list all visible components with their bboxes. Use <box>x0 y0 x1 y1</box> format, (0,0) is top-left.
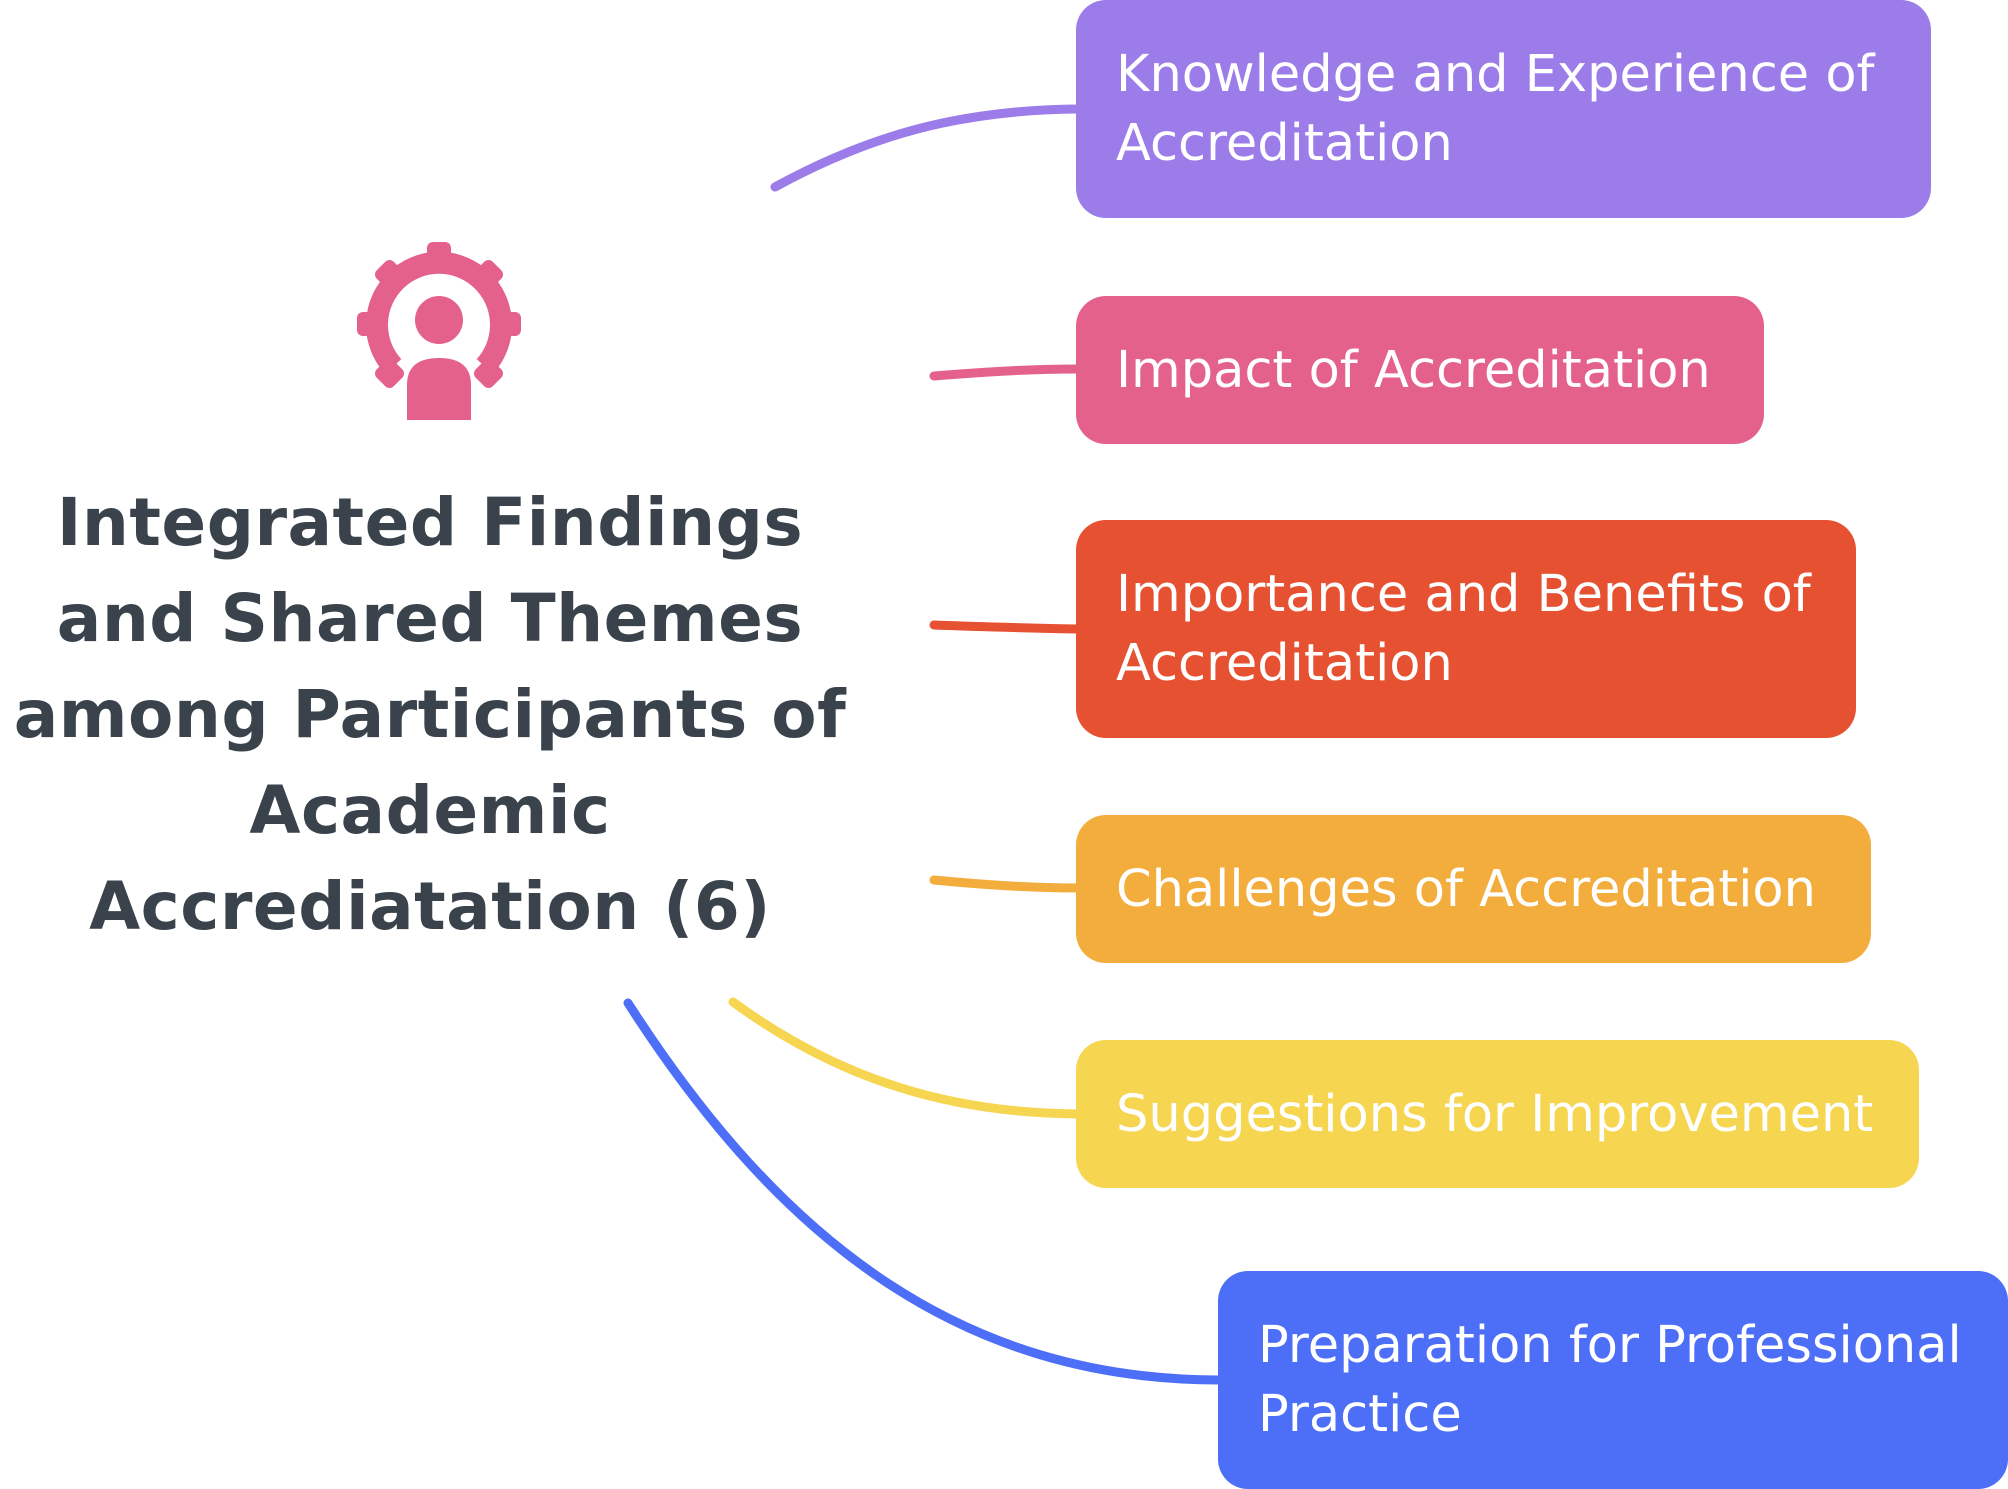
topic-importance-and-benefits[interactable]: Importance and Benefits of Accreditation <box>1076 520 1856 738</box>
topic-label: Knowledge and Experience of Accreditatio… <box>1116 45 1875 173</box>
connector-knowledge <box>770 104 1083 192</box>
topic-label: Impact of Accreditation <box>1116 340 1711 400</box>
connector-impact <box>929 364 1083 381</box>
topic-challenges-of-accreditation[interactable]: Challenges of Accreditation <box>1076 815 1871 963</box>
connector-challenges <box>929 875 1083 893</box>
topic-label: Importance and Benefits of Accreditation <box>1116 565 1811 693</box>
connector-importance <box>929 620 1083 634</box>
topic-suggestions-for-improvement[interactable]: Suggestions for Improvement <box>1076 1040 1919 1188</box>
topic-label: Preparation for Professional Practice <box>1258 1316 1962 1444</box>
connector-preparation <box>623 998 1225 1385</box>
topic-impact-of-accreditation[interactable]: Impact of Accreditation <box>1076 296 1764 444</box>
person-gear-icon <box>357 242 521 420</box>
topic-label: Suggestions for Improvement <box>1116 1084 1874 1144</box>
topic-knowledge-and-experience[interactable]: Knowledge and Experience of Accreditatio… <box>1076 0 1931 218</box>
topic-label: Challenges of Accreditation <box>1116 859 1816 919</box>
central-topic-title[interactable]: Integrated Findings and Shared Themes am… <box>13 484 847 945</box>
connector-suggestions <box>728 997 1083 1119</box>
topic-preparation-for-professional-practice[interactable]: Preparation for Professional Practice <box>1218 1271 2008 1489</box>
